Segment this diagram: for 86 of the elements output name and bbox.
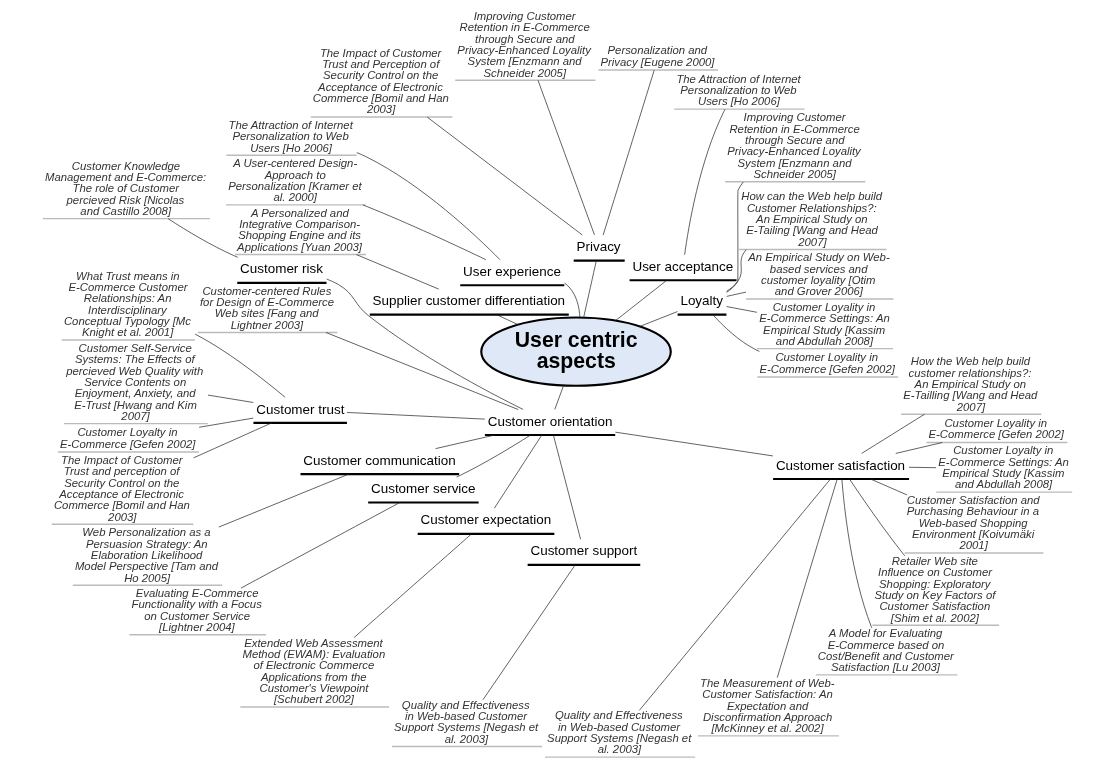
node-text: Customer Loyality in E-Commerce [Gefen 2002] xyxy=(758,351,895,375)
node-text: Extended Web Assessment Method (EWAM): Evaluation of Electronic Commerce Applications from the Customer's Viewpoint [Schubert 2002] xyxy=(241,636,385,706)
connector xyxy=(455,434,531,478)
connector xyxy=(712,314,760,352)
connector xyxy=(848,478,905,557)
connector xyxy=(362,204,486,260)
node-text: How the Web help build customer relationships?: An Empirical Study on E-Tailling [Wang and Head 2007] xyxy=(902,355,1037,413)
node-text: Customer service xyxy=(370,481,476,497)
node-text: Customer orientation xyxy=(487,413,612,429)
connector xyxy=(493,434,542,509)
connector xyxy=(725,291,746,297)
node-text: The Impact of Customer Trust and perception of Security Control on the Acceptance of Electronic Commerce [Bomil and Han 2003] xyxy=(53,453,190,523)
connector xyxy=(434,434,495,449)
connector xyxy=(638,311,678,327)
connector xyxy=(869,478,907,496)
node-text: Customer expectation xyxy=(420,512,551,528)
connector xyxy=(167,218,238,258)
connector xyxy=(240,502,400,589)
connector xyxy=(553,385,564,410)
connector xyxy=(841,478,872,629)
connector xyxy=(725,249,747,292)
node-text: Customer Self-Service Systems: The Effects of percieved Web Quality with Service Contents on Enjoyment, Anxiety, and E-Trust [Hwang and Kim 2007] xyxy=(65,341,203,422)
node-text: User experience xyxy=(462,263,561,279)
node-text: Web Personalization as a Persuasion Strategy: An Elaboration Likelihood Model Perspective [Tam and Ho 2005] xyxy=(74,526,218,584)
connector xyxy=(638,478,831,711)
connector xyxy=(198,417,254,428)
node-text: Loyalty xyxy=(679,293,723,309)
node-text: Customer risk xyxy=(239,261,323,277)
node-text: User acceptance xyxy=(631,258,733,274)
node-text: Retailer Web site Influence on Customer Shopping: Exploratory Study on Key Factors of Customer Satisfaction [Shim et al. 2002] xyxy=(873,554,995,624)
connector xyxy=(894,442,943,454)
node-text: Privacy xyxy=(576,239,621,255)
connector xyxy=(860,413,925,454)
connector xyxy=(683,108,725,256)
node-text: Customer Loyality in E-Commerce [Gefen 2002] xyxy=(928,416,1064,441)
connector xyxy=(602,69,655,236)
connector xyxy=(582,260,597,318)
connector xyxy=(355,152,500,260)
connector xyxy=(776,478,837,679)
connector xyxy=(207,394,254,403)
connector xyxy=(552,434,581,540)
node-text: Customer communication xyxy=(302,452,456,468)
node-text: Customer support xyxy=(529,543,637,559)
connector xyxy=(482,564,575,701)
node-text: Improving Customer Retention in E-Commerce through Secure and Privacy-Enhanced Loyality System [Enzmann and Schneider 2005] xyxy=(726,111,861,181)
node-text: Improving Customer Retention in E-Commerce through Secure and Privacy-Enhanced Loyality System [Enzmann and Schneider 2005] xyxy=(456,9,591,79)
node-text: A Personalized and Integrative Comparison-Shopping Engine and its Applications [Yuan 2003] xyxy=(236,206,362,253)
node-text: How can the Web help build Customer Relationships?: An Empirical Study on E-Tailing [Wang and Head 2007] xyxy=(740,190,882,248)
connector xyxy=(908,466,936,469)
connector xyxy=(192,422,272,459)
node-text: Quality and Effectiveness in Web-based Customer Support Systems [Negash et al. 2003] xyxy=(393,698,538,745)
connector xyxy=(325,332,519,410)
connector xyxy=(217,473,349,528)
connector xyxy=(355,254,439,290)
node-text: An Empirical Study on Web-based services and customer loyality [Otim and Grover 2006] xyxy=(747,251,890,298)
node-text: What Trust means in E-Commerce Customer Relationships: An Interdisciplinary Conceptual Typology [Mc Knight et al. 2001] xyxy=(63,269,191,339)
connector xyxy=(537,79,595,236)
connector xyxy=(725,306,757,313)
node-text: The Attraction of Internet Personalization to Web Users [Ho 2006] xyxy=(228,118,353,154)
connector xyxy=(614,280,667,321)
node-text: Customer Satisfaction and Purchasing Behaviour in a Web-based Shopping Environment [Koivumäki 2001] xyxy=(906,494,1040,552)
connector xyxy=(426,116,583,236)
connector xyxy=(346,412,485,420)
connector xyxy=(614,431,773,457)
node-text: The Impact of Customer Trust and Perception of Security Control on the Acceptance of Electronic Commerce [Bomil and Han 2003] xyxy=(312,46,449,116)
node-text: The Attraction of Internet Personalization to Web Users [Ho 2006] xyxy=(675,72,801,108)
connector xyxy=(496,314,518,325)
node-text: Customer Knowledge Management and E-Commerce: The role of Customer percieved Risk [Nicolas and Castillo 2008] xyxy=(44,159,206,217)
node-text: Quality and Effectiveness in Web-based Customer Support Systems [Negash et al. 2003] xyxy=(546,709,691,756)
node-text: Customer Loyality in E-Commerce Settings: An Empirical Study [Kassim and Abdullah 2008] xyxy=(758,300,890,347)
node-text: Personalization and Privacy [Eugene 2000] xyxy=(599,44,714,68)
node-text: Supplier customer differentiation xyxy=(372,293,565,309)
connector xyxy=(725,181,743,293)
node-text: Customer Loyalty in E-Commerce [Gefen 2002] xyxy=(59,426,195,450)
node-text: Customer Loyalty in E-Commerce Settings: An Empirical Study [Kassim and Abdullah 2008] xyxy=(937,444,1069,491)
node-text: A Model for Evaluating E-Commerce based on Cost/Benefit and Customer Satisfaction [Lu 2003] xyxy=(817,627,954,674)
connector xyxy=(353,533,472,638)
node-text: Evaluating E-Commerce Functionality with a Focus on Customer Service [Lightner 2004] xyxy=(131,587,262,634)
node-text: A User-centered Design-Approach to Personalization [Kramer et al. 2000] xyxy=(227,157,362,204)
connector xyxy=(194,333,285,398)
node-text: Customer trust xyxy=(255,401,344,417)
node-text: Customer-centered Rules for Design of E-Commerce Web sites [Fang and Lightner 2003] xyxy=(199,284,334,331)
connector xyxy=(325,278,523,410)
node-text: The Measurement of Web-Customer Satisfaction: An Expectation and Disconfirmation Approach [McKinney et al. 2002] xyxy=(699,676,835,735)
connector xyxy=(563,282,580,318)
node-text: Customer satisfaction xyxy=(775,457,905,473)
